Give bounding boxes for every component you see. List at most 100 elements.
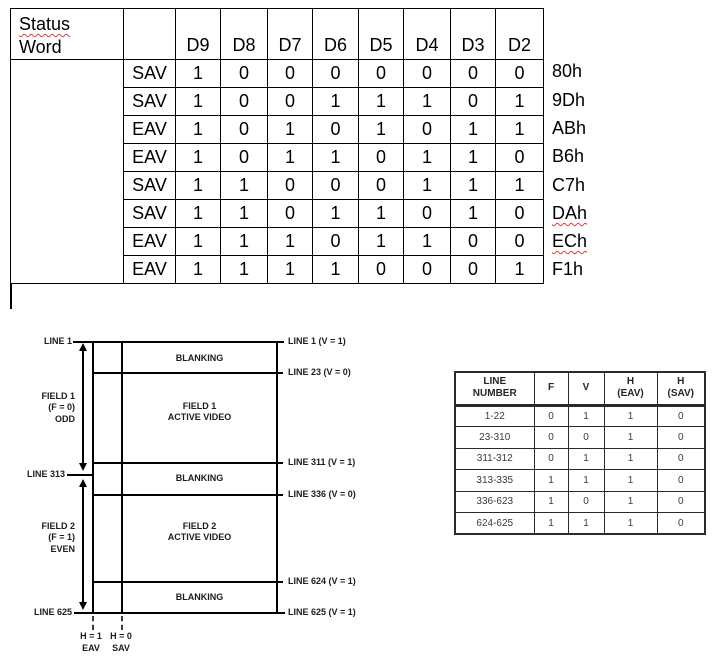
line-table-row: 1-22 0 1 1 0	[454, 404, 706, 427]
bit-cell: 1	[450, 143, 496, 172]
bit-cell: 1	[312, 255, 359, 284]
bit-header-d4: D4	[403, 8, 451, 60]
status-table-row: SAV 1 1 0 0 0 1 1 1	[11, 171, 544, 200]
band-blanking-2: BLANKING	[175, 473, 224, 483]
h-sav-cell: 0	[656, 490, 706, 513]
label-line336-v0: LINE 336 (V = 0)	[288, 489, 356, 499]
bit-cell: 1	[220, 255, 268, 284]
line-range-cell: 336-623	[454, 490, 535, 513]
field1-arrow-shaft	[82, 348, 84, 464]
label-h0: H = 0	[110, 631, 132, 641]
label-line313: LINE 313	[26, 469, 65, 479]
v-cell: 0	[567, 490, 605, 513]
label-field2: FIELD 2 (F = 1) EVEN	[41, 521, 75, 554]
bit-cell: 0	[312, 115, 359, 144]
v-cell: 1	[567, 404, 605, 427]
field1-arrow-down	[79, 463, 87, 471]
field2-arrow-up	[79, 479, 87, 487]
f-cell: 1	[533, 512, 569, 535]
bit-cell: 1	[175, 255, 221, 284]
hex-value: C7h	[552, 175, 586, 195]
diagram-bottom-border	[92, 612, 285, 614]
v-cell: 1	[567, 447, 605, 470]
h-eav-cell: 1	[603, 490, 658, 513]
bit-cell: 0	[403, 59, 451, 88]
status-word-title-cell: Status Word	[10, 8, 124, 60]
label-field1: FIELD 1 (F = 0) ODD	[41, 391, 75, 424]
label-line624-v1: LINE 624 (V = 1)	[288, 576, 356, 586]
bit-cell: 1	[495, 115, 544, 144]
h-sav-cell: 0	[656, 512, 706, 535]
divider-line336	[92, 494, 283, 496]
status-table-row: EAV 1 1 1 0 1 1 0 0	[11, 227, 544, 256]
label-line625-v1: LINE 625 (V = 1)	[288, 607, 356, 617]
type-cell: EAV	[123, 227, 176, 256]
line-table-row: 313-335 1 1 1 0	[454, 469, 706, 492]
v-cell: 1	[567, 512, 605, 535]
bit-cell: 0	[220, 143, 268, 172]
bit-cell: 1	[403, 227, 451, 256]
line-table-row: 23-310 0 0 1 0	[454, 426, 706, 449]
status-table-row: EAV 1 0 1 0 1 0 1 1	[11, 115, 544, 144]
hex-value: F1h	[552, 259, 584, 279]
status-table-row: EAV 1 1 1 1 0 0 0 1	[11, 255, 544, 284]
divider-line311	[92, 462, 283, 464]
line-range-cell: 311-312	[454, 447, 535, 470]
header-h-sav: H (SAV)	[656, 371, 706, 407]
bit-cell: 1	[175, 227, 221, 256]
bit-cell: 0	[495, 199, 544, 228]
label-line1: LINE 1	[43, 336, 72, 346]
bit-cell: 0	[403, 115, 451, 144]
bit-cell: 1	[267, 115, 313, 144]
tick-line1	[73, 341, 92, 343]
line-range-cell: 23-310	[454, 426, 535, 449]
label-sav: SAV	[112, 643, 130, 653]
header-v: V	[567, 371, 605, 407]
band-blanking-3: BLANKING	[175, 592, 224, 602]
v-cell: 0	[567, 426, 605, 449]
field2-arrow-down	[79, 602, 87, 610]
band-field2-active: FIELD 2 ACTIVE VIDEO	[167, 521, 232, 543]
bit-cell: 1	[267, 143, 313, 172]
field2-arrow-shaft	[82, 484, 84, 604]
bit-cell: 1	[220, 171, 268, 200]
status-word-table: Status Word D9 D8 D7 D6 D5 D4 D3 D2 SAV …	[10, 8, 544, 284]
label-eav: EAV	[82, 643, 100, 653]
header-f: F	[533, 371, 569, 407]
status-table-row: SAV 1 0 0 0 0 0 0 0	[10, 59, 544, 284]
line-table-row: 311-312 0 1 1 0	[454, 447, 706, 470]
type-cell: EAV	[123, 255, 176, 284]
bit-cell: 0	[267, 199, 313, 228]
label-line311-v1: LINE 311 (V = 1)	[288, 457, 356, 467]
bit-cell: 0	[358, 171, 404, 200]
hex-value: ABh	[552, 118, 587, 138]
status-word-title-line2: Word	[19, 37, 62, 57]
tick-line313	[67, 474, 92, 476]
band-blanking-1: BLANKING	[175, 353, 224, 363]
stray-border-line	[10, 283, 12, 309]
bit-cell: 0	[267, 59, 313, 88]
bit-cell: 0	[495, 227, 544, 256]
bit-cell: 0	[312, 59, 359, 88]
label-line625: LINE 625	[33, 607, 72, 617]
bit-cell: 1	[403, 171, 451, 200]
hex-value: ECh	[552, 231, 588, 251]
bit-cell: 1	[495, 255, 544, 284]
field-timing-diagram: LINE 1 FIELD 1 (F = 0) ODD LINE 313 FIEL…	[26, 336, 356, 653]
bit-header-d3: D3	[450, 8, 496, 60]
bit-header-d2: D2	[495, 8, 544, 60]
type-header-cell	[123, 8, 176, 60]
hex-value: 9Dh	[552, 90, 586, 110]
h-sav-cell: 0	[656, 469, 706, 492]
hex-value: 80h	[552, 61, 583, 81]
diagram-box-left-edge	[92, 341, 94, 614]
bit-header-d5: D5	[358, 8, 404, 60]
bit-cell: 1	[495, 87, 544, 116]
bit-cell: 0	[220, 59, 268, 88]
bit-cell: 1	[220, 199, 268, 228]
hex-value: DAh	[552, 203, 588, 223]
h-sav-cell: 0	[656, 404, 706, 427]
f-cell: 0	[533, 404, 569, 427]
label-h1: H = 1	[80, 631, 102, 641]
header-line-number: LINE NUMBER	[454, 371, 535, 407]
